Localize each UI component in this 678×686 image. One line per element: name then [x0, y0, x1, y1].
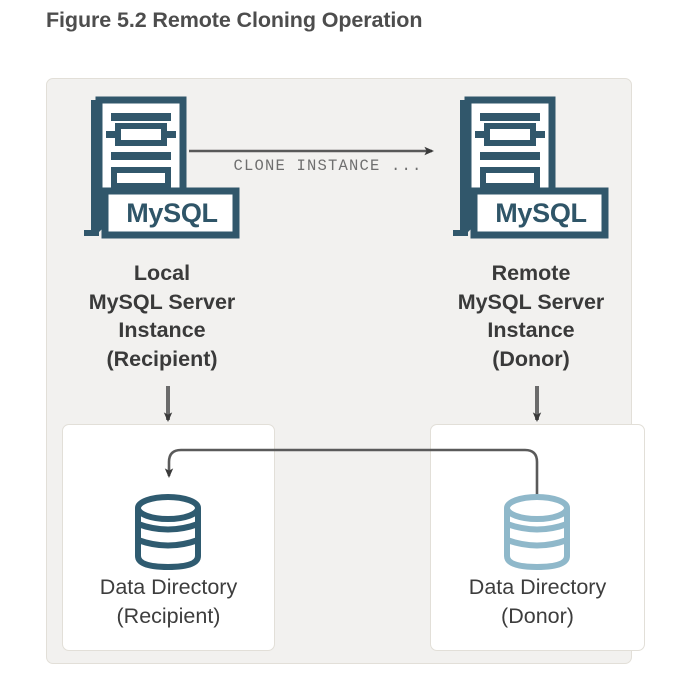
mysql-badge-label-local: MySQL	[126, 198, 218, 228]
clone-instance-command-label: CLONE INSTANCE ...	[233, 157, 423, 175]
server-caption-local: Local MySQL Server Instance (Recipient)	[88, 261, 236, 371]
data-directory-caption-recipient: Data Directory (Recipient)	[99, 575, 238, 628]
mysql-badge-label-remote: MySQL	[495, 198, 587, 228]
figure-title: Figure 5.2 Remote Cloning Operation	[46, 8, 423, 32]
server-caption-remote: Remote MySQL Server Instance (Donor)	[457, 261, 605, 371]
data-directory-caption-donor: Data Directory (Donor)	[468, 575, 607, 628]
